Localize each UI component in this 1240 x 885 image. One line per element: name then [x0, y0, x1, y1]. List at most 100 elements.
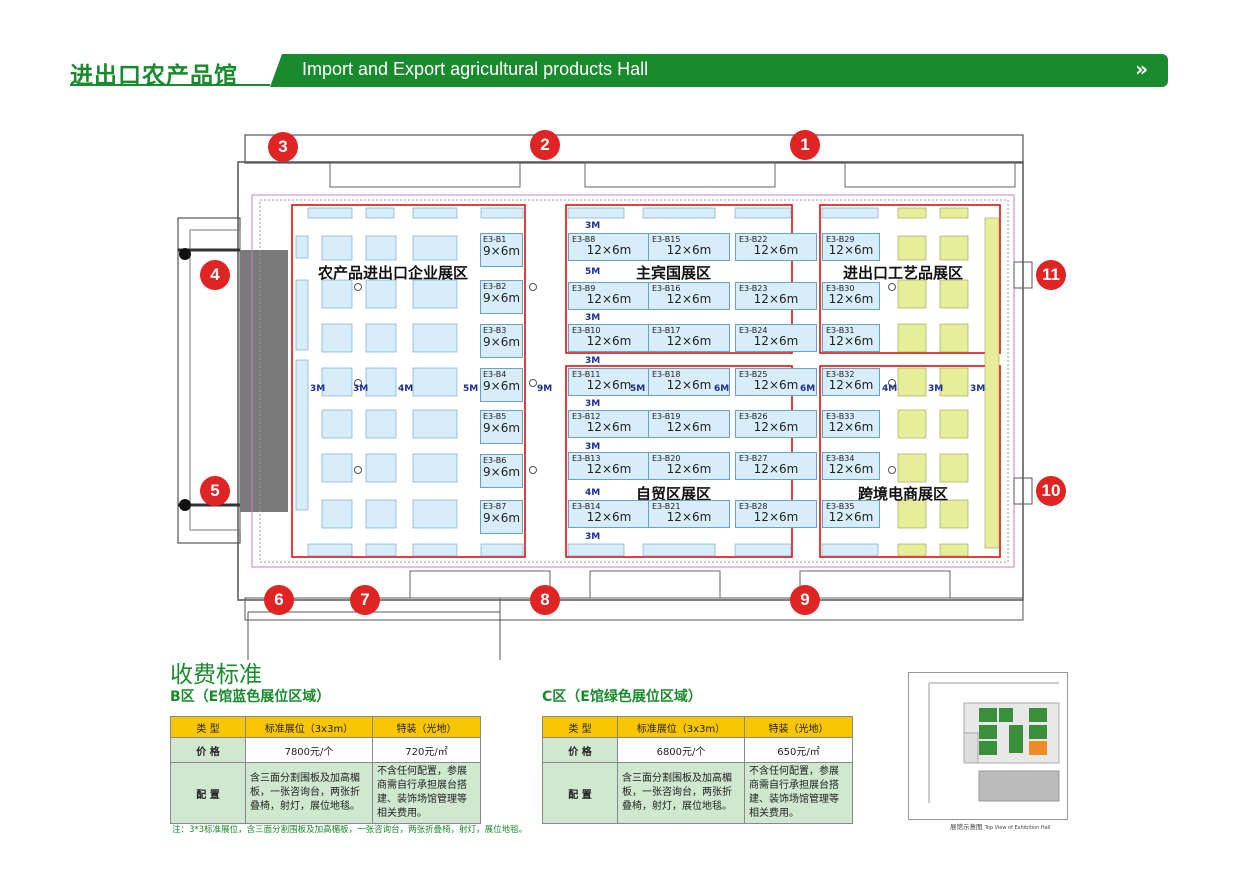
aisle-width-label: 3M	[970, 384, 986, 394]
b-raw-price: 720元/㎡	[372, 737, 481, 763]
entrance-marker-11: 11	[1036, 260, 1066, 290]
price-label: 价 格	[542, 737, 618, 763]
title-banner	[270, 54, 1168, 87]
floor-plan: 1 2 3 4 5 6 7 8 9 10 11 农产品进出口企业展区 主宾国展区…	[177, 130, 1066, 660]
b-zone-title: B区（E馆蓝色展位区域）	[170, 689, 331, 705]
aisle-width-label: 3M	[310, 384, 326, 394]
col-raw: 特装（光地）	[372, 716, 481, 738]
mini-map-caption: 展馆示意图 Top View of Exhibition Hall	[950, 823, 1051, 831]
config-label: 配 置	[170, 762, 246, 824]
aisle-width-label: 3M	[585, 399, 601, 409]
aisle-width-label: 6M	[800, 384, 816, 394]
entrance-marker-10: 10	[1036, 476, 1066, 506]
aisle-width-label: 4M	[585, 488, 601, 498]
aisle-width-label: 3M	[353, 384, 369, 394]
fees-title: 收费标准	[170, 662, 262, 688]
col-type: 类 型	[170, 716, 246, 738]
aisle-width-label: 3M	[585, 221, 601, 231]
c-zone-title: C区（E馆绿色展位区域）	[542, 689, 702, 705]
entrance-marker-5: 5	[200, 476, 230, 506]
entrance-marker-3: 3	[268, 132, 298, 162]
aisle-width-label: 3M	[928, 384, 944, 394]
zone-label-ftz: 自贸区展区	[636, 485, 712, 503]
aisle-width-label: 4M	[398, 384, 414, 394]
zone-label-craft: 进出口工艺品展区	[843, 264, 964, 282]
floor-plan-outline	[177, 134, 1033, 660]
zone-label-guest: 主宾国展区	[636, 264, 712, 282]
double-chevron-icon: »	[1135, 57, 1148, 81]
c-raw-price: 650元/㎡	[744, 737, 853, 763]
zone-label-ecom: 跨境电商展区	[858, 485, 949, 503]
col-standard: 标准展位（3x3m）	[245, 716, 373, 738]
page-header: 进出口农产品馆 Import and Export agricultural p…	[70, 54, 1168, 89]
aisle-width-label: 9M	[537, 384, 553, 394]
c-zone-fee-table: 类 型 标准展位（3x3m） 特装（光地） 价 格 6800元/个 650元/㎡…	[542, 716, 853, 824]
entrance-marker-6: 6	[264, 585, 294, 615]
aisle-width-label: 5M	[630, 384, 646, 394]
b-raw-config: 不含任何配置，参展商需自行承担展台搭建、装饰场馆管理等相关费用。	[372, 762, 481, 824]
b-zone-fee-table: 类 型 标准展位（3x3m） 特装（光地） 价 格 7800元/个 720元/㎡…	[170, 716, 481, 824]
entrance-marker-8: 8	[530, 585, 560, 615]
b-std-price: 7800元/个	[245, 737, 373, 763]
zone-label-agri: 农产品进出口企业展区	[318, 264, 469, 282]
fee-note: 注：3*3标准展位，含三面分割围板及加高楣板，一张咨询台，两张折叠椅，射灯，展位…	[172, 825, 528, 835]
price-label: 价 格	[170, 737, 246, 763]
aisle-width-label: 3M	[585, 356, 601, 366]
aisle-width-label: 5M	[463, 384, 479, 394]
aisle-width-label: 3M	[585, 442, 601, 452]
title-underline	[70, 84, 270, 86]
col-raw: 特装（光地）	[744, 716, 853, 738]
c-std-price: 6800元/个	[617, 737, 745, 763]
aisle-width-label: 3M	[585, 532, 601, 542]
entrance-marker-9: 9	[790, 585, 820, 615]
entrance-marker-1: 1	[790, 130, 820, 160]
config-label: 配 置	[542, 762, 618, 824]
hall-title-en: Import and Export agricultural products …	[302, 59, 649, 79]
col-type: 类 型	[542, 716, 618, 738]
aisle-width-label: 5M	[585, 267, 601, 277]
entrance-marker-4: 4	[200, 260, 230, 290]
b-std-config: 含三面分割围板及加高楣板，一张咨询台，两张折叠椅，射灯，展位地毯。	[245, 762, 373, 824]
c-std-config: 含三面分割围板及加高楣板，一张咨询台，两张折叠椅，射灯，展位地毯。	[617, 762, 745, 824]
entrance-marker-2: 2	[530, 130, 560, 160]
mini-site-map	[908, 672, 1068, 820]
aisle-width-label: 3M	[585, 313, 601, 323]
c-raw-config: 不含任何配置，参展商需自行承担展台搭建、装饰场馆管理等相关费用。	[744, 762, 853, 824]
site-map-graphic	[909, 673, 1067, 819]
